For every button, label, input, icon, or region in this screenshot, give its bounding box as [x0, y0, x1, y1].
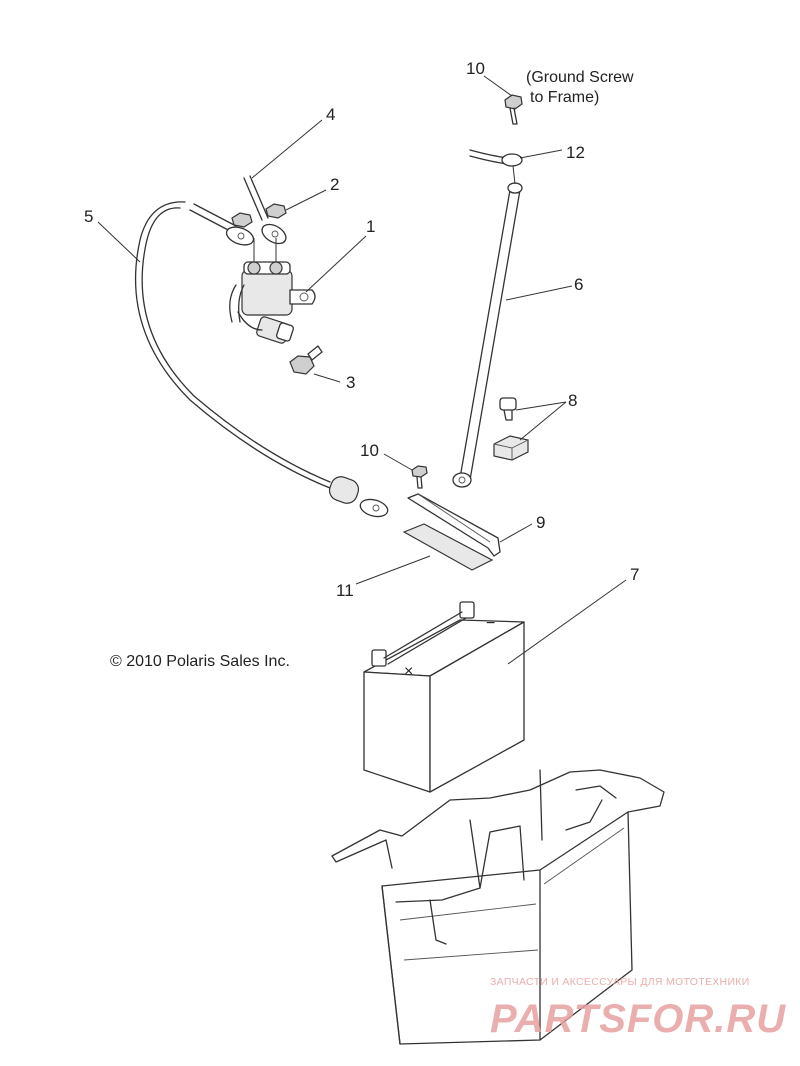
- leader-lines: [97, 75, 627, 665]
- callout-4: 4: [326, 105, 335, 124]
- callout-labels: 1 2 3 4 5 6 7 8 9 10 10 11 12: [84, 59, 639, 600]
- note-line-1: (Ground Screw: [526, 69, 634, 86]
- callout-11: 11: [336, 581, 354, 600]
- battery-pad: [402, 523, 494, 571]
- callout-5: 5: [84, 207, 93, 226]
- solenoid-assembly: [229, 261, 316, 344]
- callout-7: 7: [630, 565, 639, 584]
- callout-8: 8: [568, 391, 577, 410]
- watermark: ЗАПЧАСТИ И АКСЕССУАРЫ ДЛЯ МОТОТЕХНИКИ PA…: [490, 976, 786, 1041]
- callout-1: 1: [366, 217, 375, 236]
- watermark-logo: PARTSFOR.RU: [490, 997, 786, 1041]
- long-battery-cable: [134, 201, 389, 518]
- positive-terminal-mark: ×: [404, 663, 413, 680]
- callout-10-ground: 10: [466, 59, 485, 78]
- callout-6: 6: [574, 275, 583, 294]
- ground-strap: [452, 94, 523, 488]
- mounting-bolt: [289, 345, 323, 375]
- copyright-text: © 2010 Polaris Sales Inc.: [110, 653, 290, 670]
- lower-bolt: [411, 465, 428, 489]
- bolt-and-nut-block: [493, 397, 529, 461]
- battery: × −: [363, 601, 525, 793]
- callout-2: 2: [330, 175, 339, 194]
- note-line-2: to Frame): [530, 89, 599, 106]
- callout-3: 3: [346, 373, 355, 392]
- watermark-tagline: ЗАПЧАСТИ И АКСЕССУАРЫ ДЛЯ МОТОТЕХНИКИ: [490, 976, 750, 988]
- cable-lugs: [189, 175, 287, 262]
- callout-9: 9: [536, 513, 545, 532]
- callout-10-lower: 10: [360, 441, 379, 460]
- ground-screw-note: (Ground Screw to Frame): [526, 69, 634, 106]
- battery-box: [331, 769, 665, 1045]
- callout-12: 12: [566, 143, 585, 162]
- negative-terminal-mark: −: [486, 615, 495, 632]
- hold-down-bracket: [407, 493, 501, 557]
